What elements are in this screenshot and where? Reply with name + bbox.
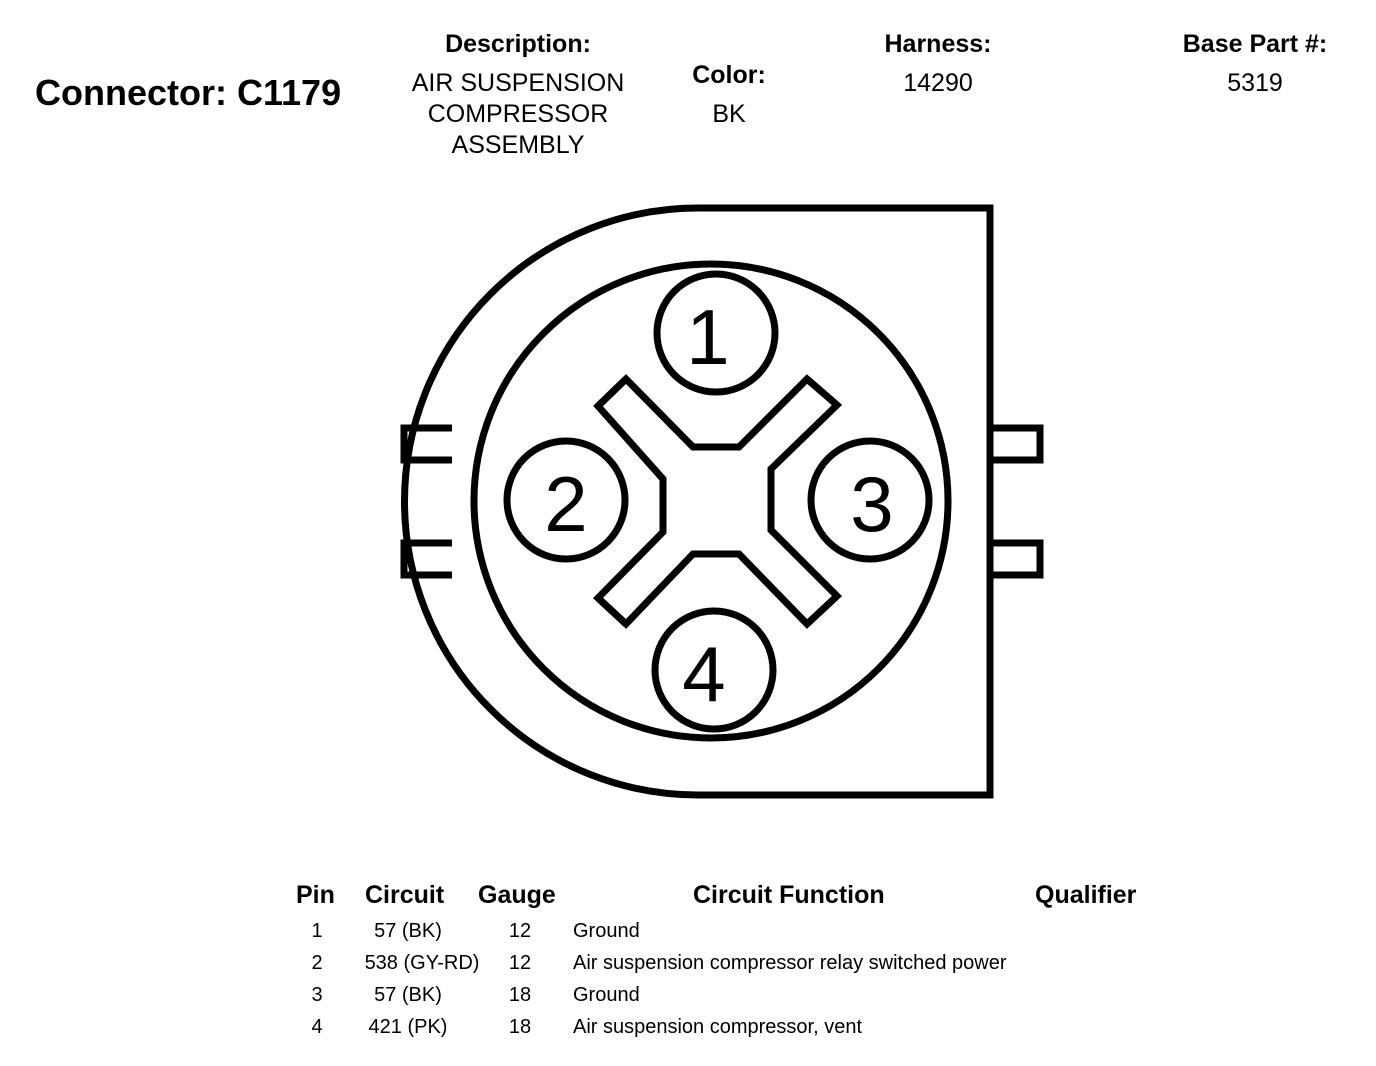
row-circuit: 57 (BK) bbox=[374, 920, 442, 942]
key-cap bbox=[595, 376, 629, 409]
pin-label-2: 2 bbox=[544, 460, 587, 548]
row-function: Ground bbox=[573, 920, 640, 942]
description-label: Description: bbox=[445, 30, 591, 58]
pin-cavity-2 bbox=[503, 437, 629, 563]
base-part-label: Base Part #: bbox=[1182, 30, 1328, 58]
row-circuit: 538 (GY-RD) bbox=[364, 952, 480, 974]
key-cap bbox=[804, 593, 840, 627]
base-part-value: 5319 bbox=[1227, 69, 1283, 97]
description-value: AIR SUSPENSION COMPRESSOR ASSEMBLY bbox=[368, 68, 668, 161]
harness-label: Harness: bbox=[884, 30, 992, 58]
pin-cavity-1 bbox=[653, 270, 779, 396]
row-gauge: 12 bbox=[508, 920, 532, 942]
pin-label-3: 3 bbox=[850, 460, 893, 548]
row-gauge: 18 bbox=[508, 1016, 532, 1038]
color-label: Color: bbox=[692, 61, 766, 89]
description-line: COMPRESSOR bbox=[427, 100, 609, 128]
row-function: Air suspension compressor relay switched… bbox=[573, 952, 1007, 974]
row-pin: 2 bbox=[311, 952, 323, 974]
row-gauge: 12 bbox=[508, 952, 532, 974]
housing-outline bbox=[401, 204, 994, 799]
col-header-circuit: Circuit bbox=[365, 881, 445, 909]
pin-label-4: 4 bbox=[682, 630, 725, 718]
col-header-qualifier: Qualifier bbox=[1035, 881, 1137, 909]
description-line: AIR SUSPENSION bbox=[411, 69, 625, 97]
key-cap bbox=[595, 595, 629, 627]
row-circuit: 421 (PK) bbox=[368, 1016, 448, 1038]
row-pin: 3 bbox=[311, 984, 323, 1006]
connector-title: Connector: C1179 bbox=[35, 72, 342, 113]
pin-cavity-4 bbox=[651, 607, 777, 733]
right-tab-upper bbox=[992, 424, 1044, 464]
row-pin: 4 bbox=[311, 1016, 323, 1038]
row-pin: 1 bbox=[311, 920, 323, 942]
harness-value: 14290 bbox=[903, 69, 973, 97]
center-key bbox=[592, 374, 843, 629]
row-function: Ground bbox=[573, 984, 640, 1006]
pin-cavity-3 bbox=[807, 437, 933, 563]
left-tab-lower bbox=[400, 539, 452, 579]
color-value: BK bbox=[712, 100, 746, 128]
col-header-gauge: Gauge bbox=[478, 881, 556, 909]
row-circuit: 57 (BK) bbox=[374, 984, 442, 1006]
row-gauge: 18 bbox=[508, 984, 532, 1006]
inner-face-circle bbox=[470, 260, 952, 742]
pin-label-1: 1 bbox=[686, 293, 729, 381]
key-cap bbox=[804, 376, 840, 408]
col-header-function: Circuit Function bbox=[693, 881, 885, 909]
description-line: ASSEMBLY bbox=[451, 131, 585, 159]
col-header-pin: Pin bbox=[296, 881, 335, 909]
left-tab-upper bbox=[400, 424, 452, 464]
row-function: Air suspension compressor, vent bbox=[573, 1016, 863, 1038]
right-tab-lower bbox=[992, 539, 1044, 579]
